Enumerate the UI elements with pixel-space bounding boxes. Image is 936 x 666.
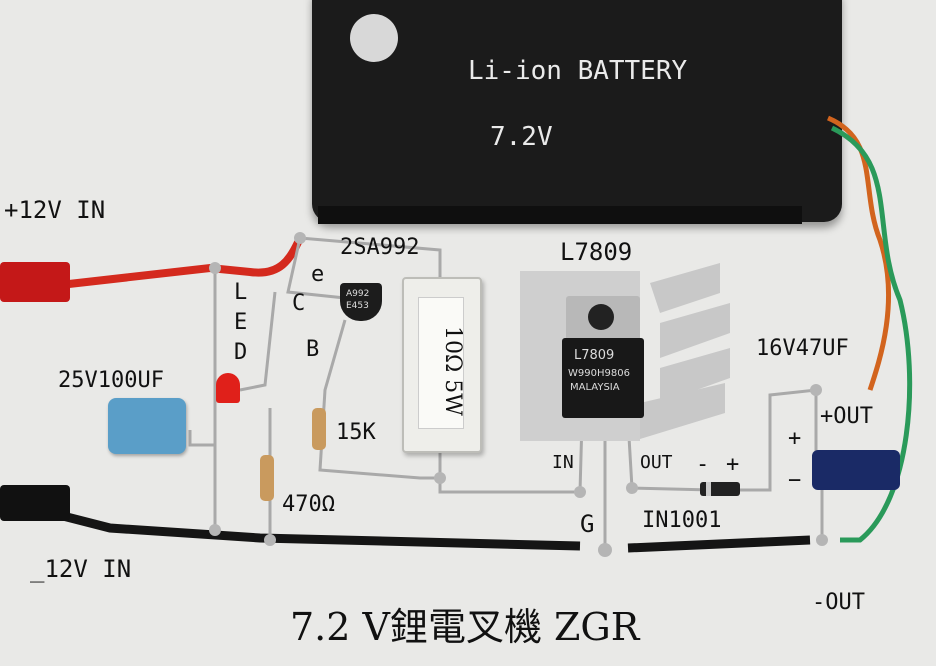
transistor-marking-1: A992 bbox=[346, 289, 370, 299]
input-capacitor bbox=[108, 398, 186, 454]
label-capacitor-plus: + bbox=[788, 426, 802, 451]
label-output-capacitor: 16V47UF bbox=[756, 336, 849, 361]
label-collector: C bbox=[292, 291, 306, 316]
red-led bbox=[216, 373, 240, 403]
battery-edge bbox=[318, 206, 802, 224]
regulator-mounting-hole bbox=[588, 304, 614, 330]
label-regulator-in: IN bbox=[552, 452, 574, 473]
label-plus-out: +OUT bbox=[820, 404, 873, 429]
power-resistor-label: 10Ω 5W bbox=[440, 326, 465, 416]
label-capacitor-minus: − bbox=[788, 468, 802, 493]
label-transistor: 2SA992 bbox=[340, 235, 420, 260]
label-diode-minus: - bbox=[696, 452, 710, 477]
regulator-marking-3: MALAYSIA bbox=[570, 382, 620, 393]
caption: 7.2 V鋰電叉機 ZGR bbox=[290, 605, 640, 649]
black-alligator-clip bbox=[0, 485, 70, 521]
battery-pack bbox=[312, 0, 842, 222]
battery-sticker bbox=[350, 14, 398, 62]
label-base: B bbox=[306, 337, 320, 362]
battery-voltage: 7.2V bbox=[490, 122, 553, 152]
label-diode: IN1001 bbox=[642, 508, 722, 533]
power-resistor: 10Ω 5W bbox=[402, 277, 482, 453]
label-minus-out: -OUT bbox=[812, 590, 865, 615]
transistor-marking-2: E453 bbox=[346, 301, 369, 311]
red-alligator-clip bbox=[0, 262, 70, 302]
label-led-resistor: 470Ω bbox=[282, 492, 335, 517]
transistor: A992 E453 bbox=[340, 283, 382, 321]
battery-title: Li-ion BATTERY bbox=[468, 56, 688, 86]
label-emitter: e bbox=[311, 262, 325, 287]
label-input-capacitor: 25V100UF bbox=[58, 368, 164, 393]
label-regulator: L7809 bbox=[560, 238, 633, 266]
label-led: LED bbox=[234, 280, 248, 365]
label-regulator-out: OUT bbox=[640, 452, 673, 473]
output-capacitor bbox=[812, 450, 900, 490]
label-minus-12v-in: _12V IN bbox=[30, 555, 132, 583]
regulator-marking-2: W990H9806 bbox=[568, 368, 630, 379]
voltage-regulator: L7809 W990H9806 MALAYSIA bbox=[562, 338, 644, 418]
label-diode-plus: + bbox=[726, 452, 740, 477]
label-ground: G bbox=[580, 510, 595, 538]
label-base-resistor: 15K bbox=[336, 420, 376, 445]
regulator-marking-1: L7809 bbox=[574, 348, 615, 363]
label-plus-12v-in: +12V IN bbox=[4, 196, 106, 224]
